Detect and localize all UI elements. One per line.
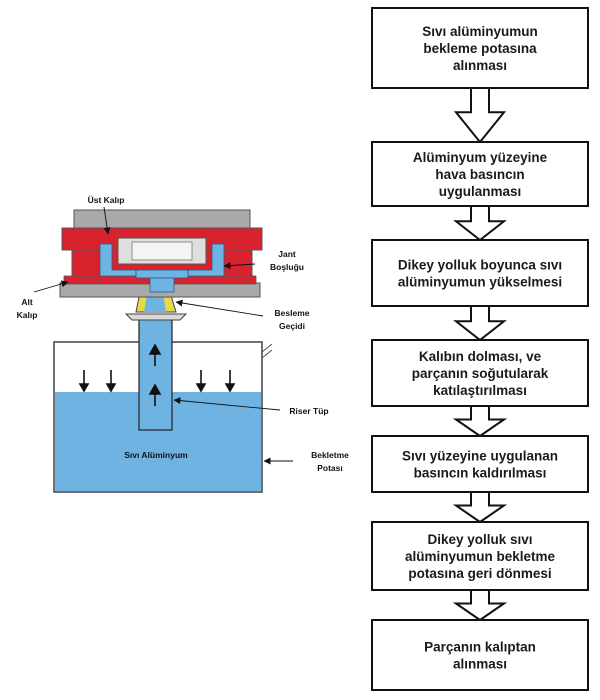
flowchart: Sıvı alüminyumun bekleme potasına alınması… — [371, 7, 589, 691]
flow-up-arrows — [148, 343, 162, 406]
label-liquid-aluminum: Sıvı Alüminyum — [124, 450, 188, 460]
flow-step-text: basıncın kaldırılması — [414, 466, 547, 481]
label-feed-gate-2: Geçidi — [279, 321, 305, 331]
flow-step-1: Sıvı alüminyumun bekleme potasına alınması — [371, 7, 589, 89]
label-wheel-cavity-1: Jant — [278, 249, 296, 259]
flow-step-6: Dikey yolluk sıvı alüminyumun bekletme pot… — [371, 521, 589, 591]
flow-step-text: Dikey yolluk sıvı — [427, 532, 532, 547]
flow-step-box — [371, 521, 589, 591]
flow-arrow-3 — [453, 305, 507, 342]
flow-step-text: uygulanması — [439, 184, 522, 199]
flow-step-text: alüminyumun bekletme — [405, 549, 556, 564]
flow-step-box — [371, 435, 589, 493]
flow-step-box — [371, 239, 589, 307]
flow-step-text: alınması — [453, 657, 507, 672]
label-lower-mold-1: Alt — [21, 297, 33, 307]
label-holding-furnace-2: Potası — [317, 463, 343, 473]
flow-step-text: bekleme potasına — [423, 41, 537, 56]
leader-lines — [33, 206, 293, 465]
casting-schematic: Üst Kalıp Jant Boşluğu Alt Kalıp Besleme… — [17, 195, 350, 493]
flow-step-text: Dikey yolluk boyunca sıvı — [398, 258, 562, 273]
flow-step-text: katılaştırılması — [433, 383, 527, 398]
flow-step-text: hava basıncın — [435, 167, 524, 182]
label-wheel-cavity-2: Boşluğu — [270, 262, 304, 272]
label-feed-gate-1: Besleme — [275, 308, 310, 318]
flow-arrow-5 — [452, 491, 508, 524]
flow-step-box — [371, 619, 589, 691]
flow-step-text: alüminyumun yükselmesi — [398, 275, 562, 290]
label-holding-furnace-1: Bekletme — [311, 450, 349, 460]
wheel-cavity — [99, 243, 225, 293]
flow-step-text: Alüminyum yüzeyine — [413, 150, 548, 165]
flow-step-2: Alüminyum yüzeyine hava basıncın uygulanma… — [371, 141, 589, 207]
flow-step-text: parçanın soğutularak — [412, 366, 549, 381]
flow-step-text: Sıvı yüzeyine uygulanan — [402, 449, 558, 464]
flow-step-box — [371, 339, 589, 407]
flow-arrow-1 — [453, 87, 507, 144]
flow-step-text: potasına geri dönmesi — [408, 566, 551, 581]
flow-step-7: Parçanın kalıptan alınması — [371, 619, 589, 691]
flow-step-3: Dikey yolluk boyunca sıvı alüminyumun yük… — [371, 239, 589, 307]
pressure-arrows — [78, 370, 236, 393]
flow-arrow-2 — [453, 205, 507, 242]
riser-tube — [138, 317, 173, 431]
flow-step-text: Sıvı alüminyumun — [422, 24, 538, 39]
flow-step-text: Kalıbın dolması, ve — [419, 349, 542, 364]
upper-mold — [61, 209, 263, 277]
flow-step-4: Kalıbın dolması, ve parçanın soğutularak k… — [371, 339, 589, 407]
label-riser-tube: Riser Tüp — [289, 406, 328, 416]
diagram-labels: Üst Kalıp Jant Boşluğu Alt Kalıp Besleme… — [17, 195, 350, 473]
label-upper-mold: Üst Kalıp — [88, 195, 125, 205]
flow-arrow-4 — [452, 405, 508, 438]
flow-step-text: alınması — [453, 58, 507, 73]
flow-step-text: Parçanın kalıptan — [424, 640, 536, 655]
label-lower-mold-2: Kalıp — [17, 310, 38, 320]
flow-arrow-6 — [452, 589, 508, 622]
flow-step-5: Sıvı yüzeyine uygulanan basıncın kaldırıl… — [371, 435, 589, 493]
